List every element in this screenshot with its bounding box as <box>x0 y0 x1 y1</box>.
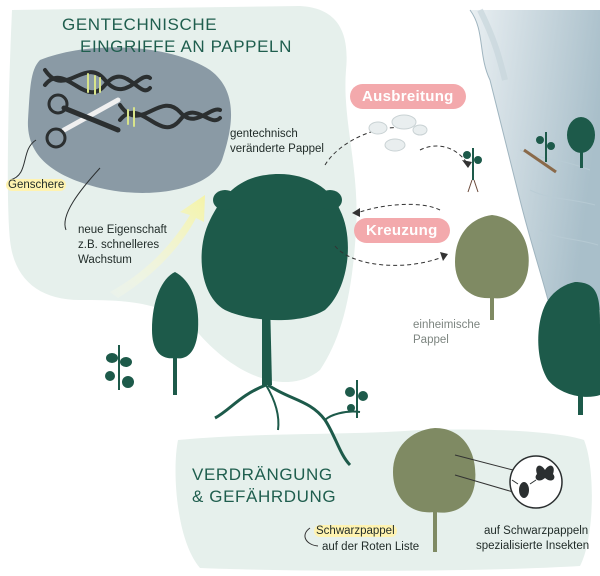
scissors-icon <box>45 93 121 149</box>
rote-liste-label: auf der Roten Liste <box>322 541 420 553</box>
top-panel-title-line2: EINGRIFFE AN PAPPELN <box>80 37 292 56</box>
insekten-line2: spezialisierte Insekten <box>476 540 590 552</box>
tree-icon <box>567 117 595 168</box>
gm-poplar-tree <box>201 174 361 467</box>
bottom-panel-title-line1: VERDRÄNGUNG <box>192 465 333 484</box>
gentech-pappel-line2: veränderte Pappel <box>230 143 324 155</box>
butterfly-icon <box>535 465 555 481</box>
insects-circle <box>509 455 563 509</box>
slim-tree-icon <box>152 272 199 395</box>
river <box>470 10 600 310</box>
twig-icon <box>523 148 557 174</box>
genschere-label: Genschere <box>6 179 67 191</box>
dna-icon <box>43 68 222 130</box>
neue-eigenschaft-line3: Wachstum <box>78 254 132 266</box>
native-poplar-tree <box>455 215 529 320</box>
neue-eigenschaft-line1: neue Eigenschaft <box>78 224 167 236</box>
sapling-icon <box>105 345 134 390</box>
schwarzpappel-label: Schwarzpappel <box>314 525 397 537</box>
tree-icon <box>538 282 600 415</box>
black-poplar-tree <box>393 428 476 552</box>
seed-fluff-icon <box>368 114 428 152</box>
growth-arrow <box>110 195 205 298</box>
dna-blob <box>27 47 232 193</box>
einheimische-line1: einheimische <box>413 319 481 331</box>
beetle-icon <box>511 479 537 498</box>
einheimische-line2: Pappel <box>413 334 449 346</box>
gentech-pappel-line1: gentechnisch <box>230 128 298 140</box>
seedling-icon <box>536 132 555 162</box>
neue-eigenschaft-line2: z.B. schnelleres <box>78 239 160 251</box>
ausbreitung-pill: Ausbreitung <box>350 84 466 109</box>
bottom-panel <box>175 429 592 571</box>
insekten-line1: auf Schwarzpappeln <box>484 525 589 537</box>
bottom-panel-title-line2: & GEFÄHRDUNG <box>192 487 337 506</box>
kreuzung-pill: Kreuzung <box>354 218 450 243</box>
sapling-icon <box>345 380 368 418</box>
top-panel-title-line1: GENTECHNISCHE <box>62 15 218 34</box>
seedling-icon <box>463 148 482 193</box>
